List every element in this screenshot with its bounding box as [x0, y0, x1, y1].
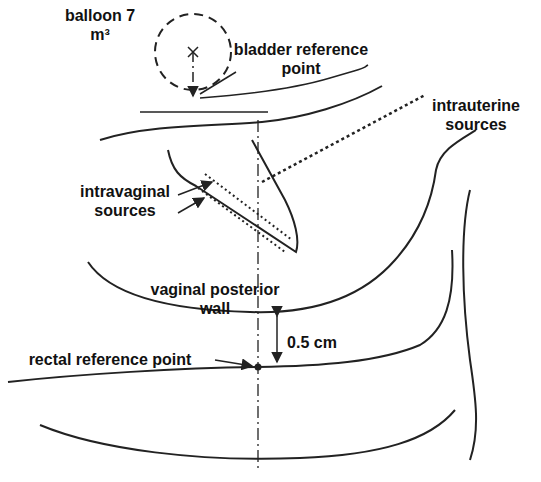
intravaginal-label: intravaginal sources: [70, 182, 180, 220]
bladder-point-label: bladder reference point: [226, 40, 376, 78]
vaginal-wall-label: vaginal posterior wall: [150, 280, 280, 318]
intrauterine-label: intrauterine sources: [420, 96, 532, 134]
balloon-label: balloon 7 m³: [58, 6, 142, 44]
dimension-label: 0.5 cm: [284, 333, 340, 352]
rectal-point-label: rectal reference point: [4, 350, 216, 369]
